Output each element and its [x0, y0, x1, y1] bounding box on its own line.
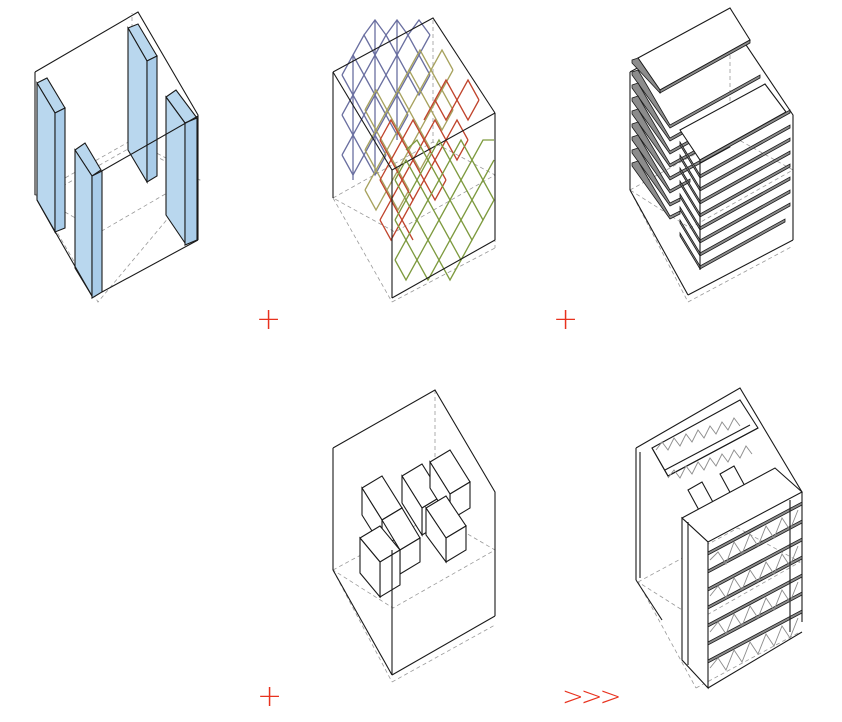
core-walls-drawing [34, 11, 201, 303]
panel-assembled-building [610, 370, 825, 710]
mesh-olive-layer [364, 48, 454, 212]
panel-diagonal-grid [320, 0, 520, 310]
plus-operator-1: + [256, 302, 282, 337]
assembled-building-drawing [635, 387, 803, 690]
mesh-blue-layer [341, 18, 431, 180]
panel-floor-slabs [610, 0, 820, 310]
facade-diagrid [709, 509, 799, 671]
plus-operator-2: + [553, 302, 579, 337]
diagonal-grid-drawing [332, 17, 496, 303]
box-module-cluster [359, 449, 471, 599]
plus-operator-3: + [257, 679, 283, 714]
box-modules-drawing [332, 389, 496, 683]
floor-slabs-drawing [629, 7, 794, 303]
slab-stack-lower [679, 83, 791, 270]
slab-stack-upper [631, 7, 761, 220]
mesh-green-layer [394, 138, 495, 282]
roof-mesh [655, 417, 753, 479]
facade-floor-bands [707, 501, 803, 664]
panel-box-modules [320, 380, 520, 700]
panel-core-walls [0, 0, 230, 310]
result-arrow-operator: >>> [562, 682, 621, 712]
mesh-red-layer [379, 78, 480, 242]
